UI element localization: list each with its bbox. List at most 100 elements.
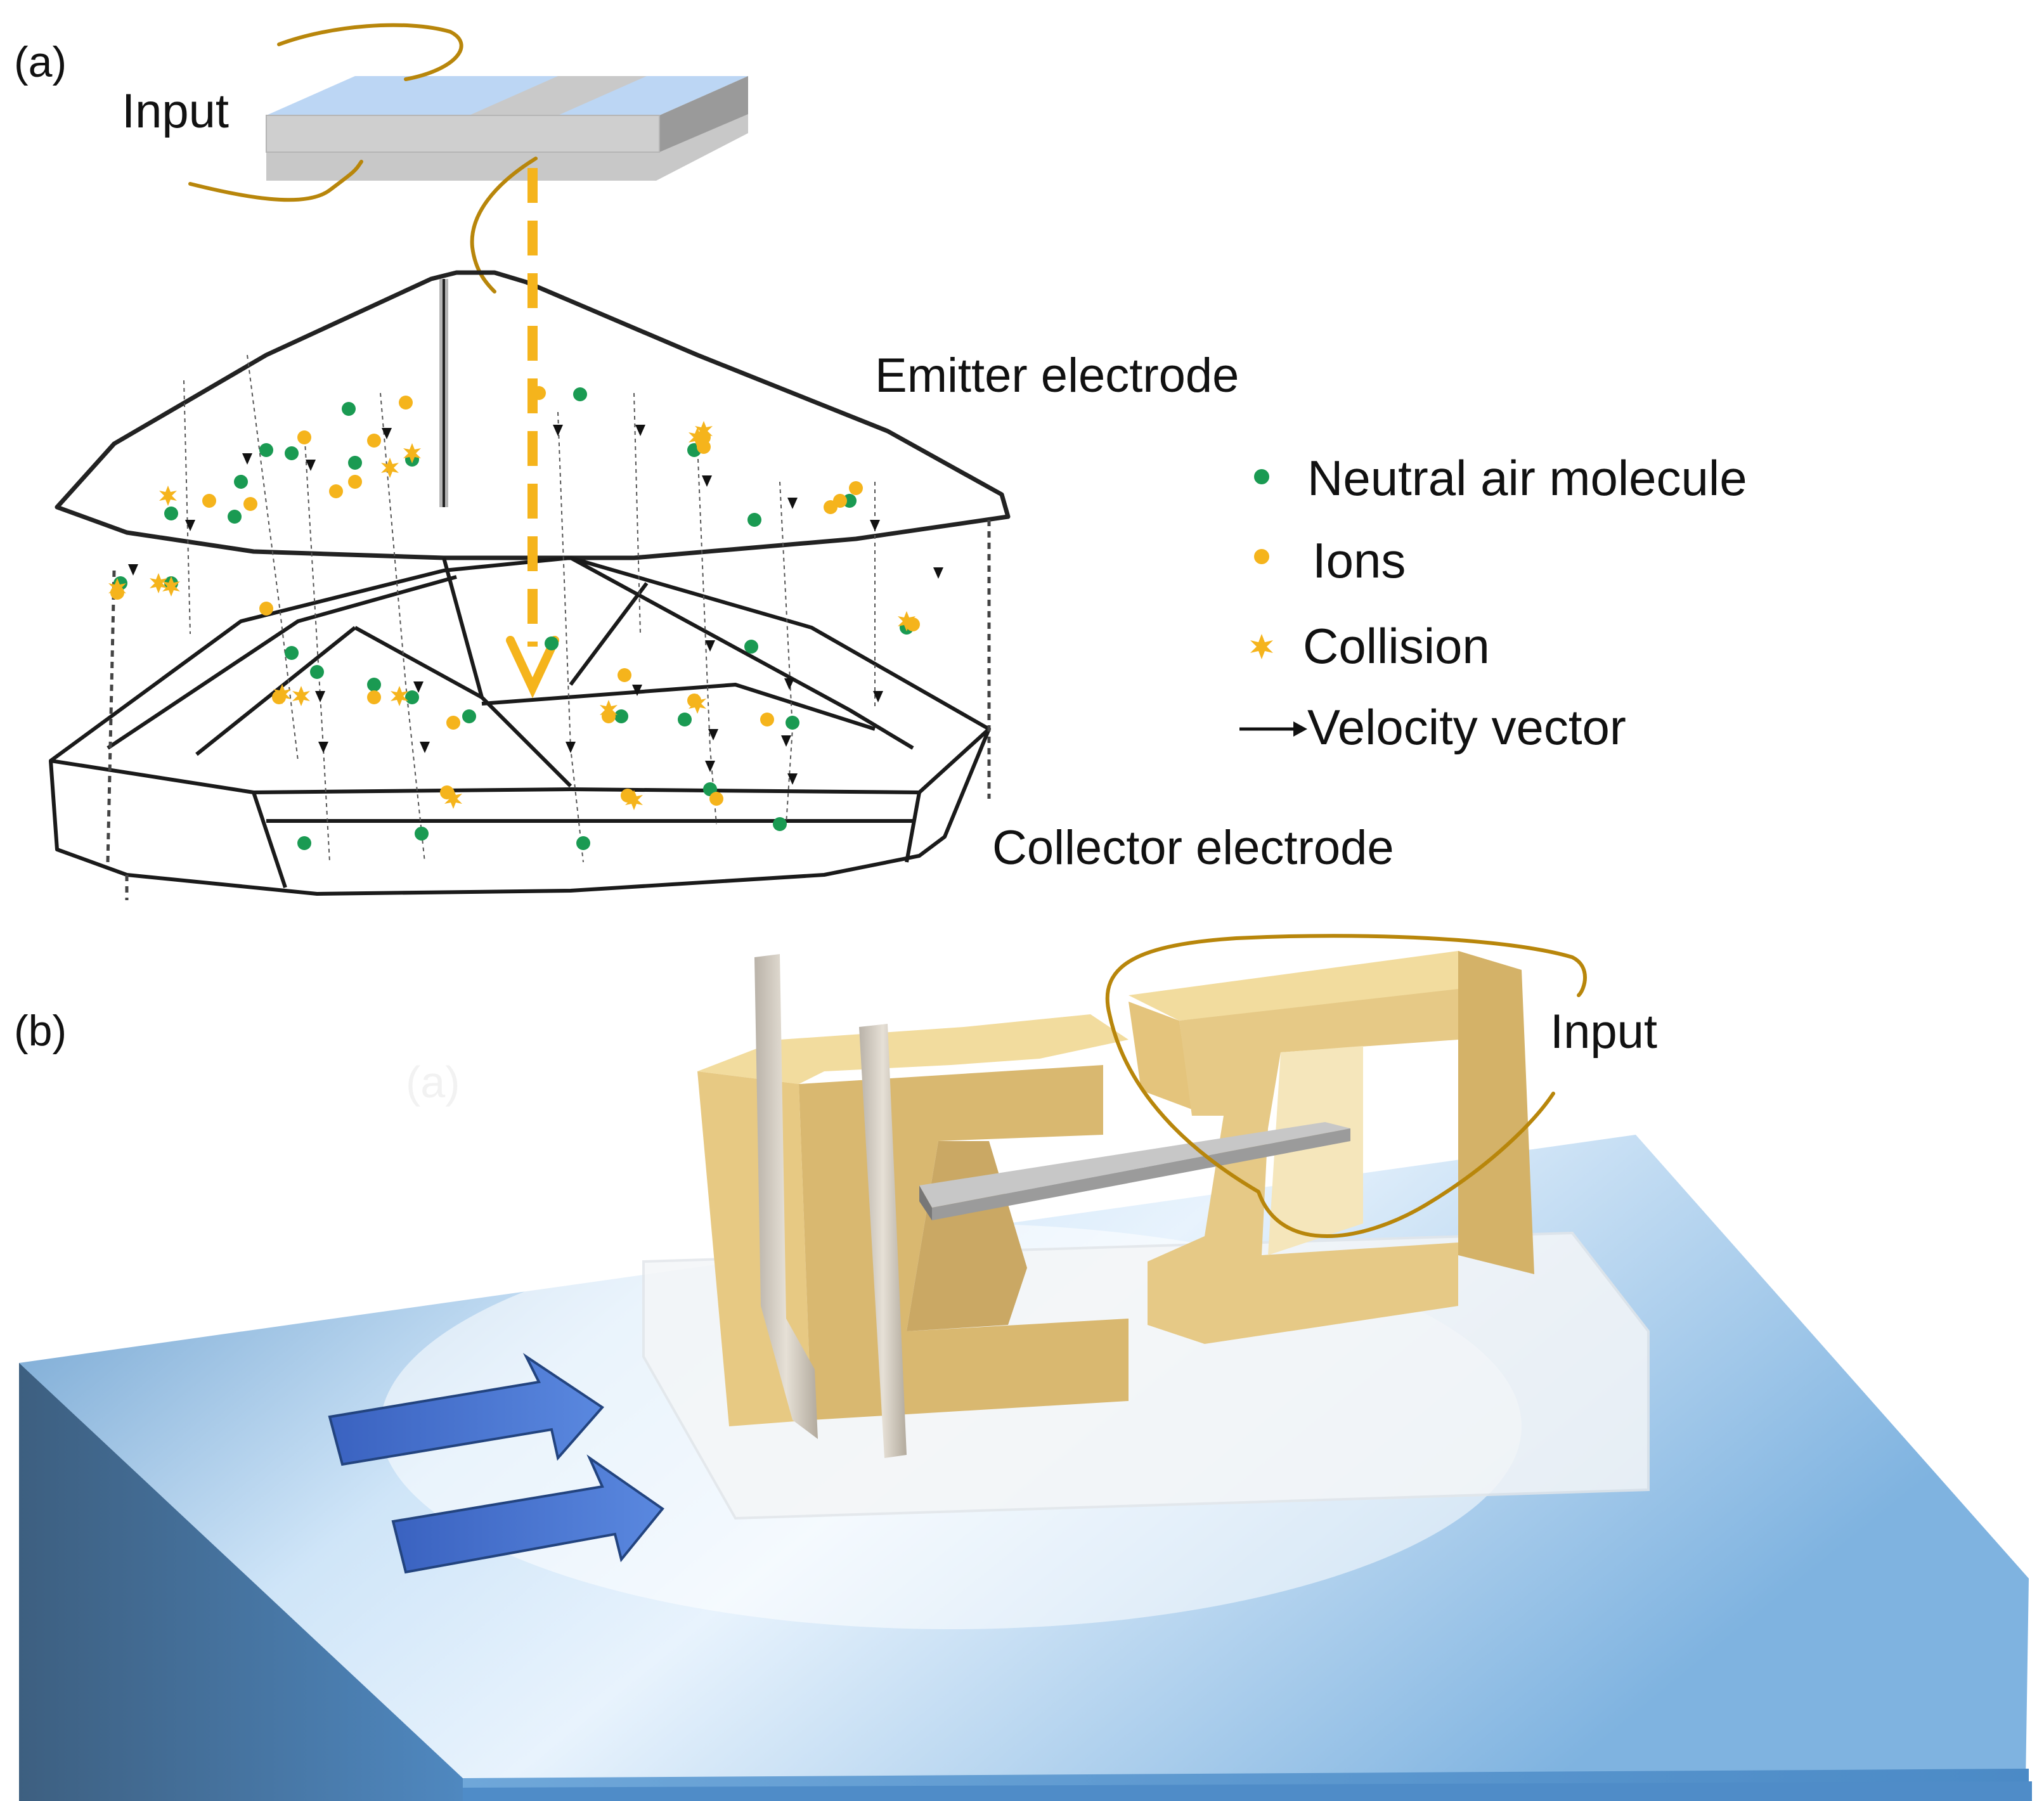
collision-star [898, 611, 915, 631]
neutral-molecule [310, 665, 324, 679]
ion [399, 396, 413, 410]
collision-star [444, 789, 462, 809]
ion [329, 484, 343, 498]
neutral-molecule [164, 507, 178, 520]
velocity-arrowhead [787, 498, 798, 509]
neutral-molecule [786, 716, 799, 730]
legend-neutral-dot [1254, 469, 1269, 484]
ion [833, 494, 847, 508]
neutral-molecule [342, 402, 356, 416]
ion [532, 386, 546, 400]
collector-label: Collector electrode [992, 821, 1394, 875]
neutral-molecule [462, 709, 476, 723]
input-flow-arrow [506, 168, 559, 699]
velocity-arrowhead [933, 567, 943, 579]
side-rods [106, 520, 991, 900]
input-wire-b [1105, 934, 1587, 1238]
velocity-arrowhead [708, 729, 718, 740]
collision-star [162, 576, 180, 597]
legend-ions-text: Ions [1312, 533, 1406, 588]
velocity-arrowhead [315, 691, 325, 702]
collision-star [689, 427, 706, 448]
velocity-arrowhead [632, 685, 642, 696]
input-label-b: Input [1550, 1005, 1658, 1059]
velocity-arrowhead [702, 475, 712, 487]
velocity-arrowhead [781, 735, 791, 747]
velocity-arrowhead [705, 640, 715, 652]
collision-star [159, 486, 177, 506]
neutral-molecule [573, 387, 587, 401]
neutral-molecule [405, 690, 419, 704]
neutral-molecule [744, 640, 758, 654]
ion [760, 713, 774, 726]
collision-star [391, 686, 408, 706]
neutral-molecule [773, 817, 787, 831]
velocity-arrowhead [185, 520, 195, 531]
legend-collision-text: Collision [1303, 618, 1490, 674]
ghost-label: (a) [406, 1057, 460, 1107]
ion [709, 792, 723, 806]
ion [618, 668, 631, 682]
panel-b-label: (b) [14, 1007, 67, 1055]
neutral-molecule [234, 475, 248, 489]
velocity-arrowhead [870, 520, 880, 531]
collision-star [403, 443, 421, 463]
neutral-molecule [545, 636, 559, 650]
collision-star [108, 578, 126, 598]
ion [348, 475, 362, 489]
collision-star [273, 684, 291, 704]
pillars [754, 954, 907, 1458]
legend-collision-star [1250, 634, 1273, 659]
neutral-molecule [576, 836, 590, 850]
input-wire-a [188, 23, 538, 294]
ion [367, 690, 381, 704]
velocity-arrowhead [413, 681, 424, 693]
velocity-arrowhead [787, 773, 798, 785]
legend-symbols [1239, 469, 1307, 737]
neutral-molecule [285, 646, 299, 660]
velocity-arrowhead [873, 691, 883, 702]
neutral-molecule [259, 443, 273, 457]
velocity-arrowhead [420, 742, 430, 753]
ion [297, 430, 311, 444]
collision-star [381, 458, 399, 478]
grey-bar [919, 1122, 1350, 1220]
legend-neutral-text: Neutral air molecule [1307, 450, 1747, 506]
neutral-molecule [747, 513, 761, 527]
ion [849, 481, 863, 495]
ion [367, 434, 381, 448]
collision-star [600, 700, 618, 720]
ion [243, 497, 257, 511]
velocity-arrowhead [705, 761, 715, 772]
neutral-molecule [415, 827, 429, 841]
flow-arrows [328, 1353, 664, 1574]
velocity-arrowhead [306, 460, 316, 471]
velocity-arrowhead [128, 564, 138, 576]
emitter-electrode [55, 270, 1011, 560]
neutral-molecule [348, 456, 362, 470]
neutral-molecule [367, 678, 381, 692]
particles-a [108, 386, 943, 850]
ion [446, 716, 460, 730]
collision-star [625, 790, 643, 810]
velocity-arrowhead [784, 678, 794, 690]
velocity-arrowhead [382, 428, 392, 439]
neutral-molecule [297, 836, 311, 850]
legend-velocity-text: Velocity vector [1307, 699, 1626, 755]
ion [202, 494, 216, 508]
input-plate-a [266, 76, 748, 181]
velocity-arrowhead [553, 425, 563, 436]
legend-arrow-icon [1239, 721, 1307, 737]
neutral-molecule [285, 446, 299, 460]
velocity-arrowhead [635, 425, 645, 436]
collector-electrode [49, 556, 991, 896]
ion [697, 440, 711, 454]
panel-a-label: (a) [14, 38, 67, 86]
legend-ion-dot [1254, 549, 1269, 564]
neutral-molecule [678, 713, 692, 726]
neutral-molecule [228, 510, 242, 524]
emitter-label: Emitter electrode [875, 349, 1239, 403]
neutral-molecule [614, 709, 628, 723]
electrode-right [1129, 951, 1534, 1344]
